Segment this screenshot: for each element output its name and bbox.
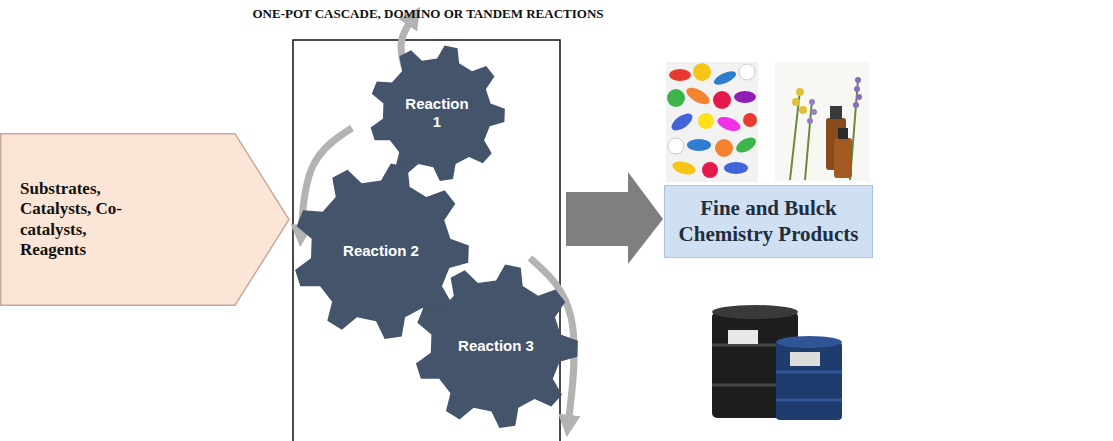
reaction-gear: Reaction 3 xyxy=(414,264,578,428)
reaction-gear: Reaction 1 xyxy=(369,45,505,181)
node-label: Substrates, Catalysts, Co-catalysts, Rea… xyxy=(20,179,145,261)
barrels-picture xyxy=(712,305,842,420)
pills-picture xyxy=(666,62,759,182)
node-label: Fine and Bulck Chemistry Products xyxy=(673,196,864,246)
output-arrow xyxy=(566,172,663,264)
essential-oils-picture xyxy=(775,62,870,182)
product-box: Fine and Bulck Chemistry Products xyxy=(664,185,873,258)
reaction-label: Reaction 1 xyxy=(402,95,472,131)
diagram-title: ONE-POT CASCADE, DOMINO OR TANDEM REACTI… xyxy=(252,6,603,22)
input-arrow-box: Substrates, Catalysts, Co-catalysts, Rea… xyxy=(0,133,290,306)
reaction-label: Reaction 2 xyxy=(343,242,419,260)
reaction-label: Reaction 3 xyxy=(458,337,534,355)
